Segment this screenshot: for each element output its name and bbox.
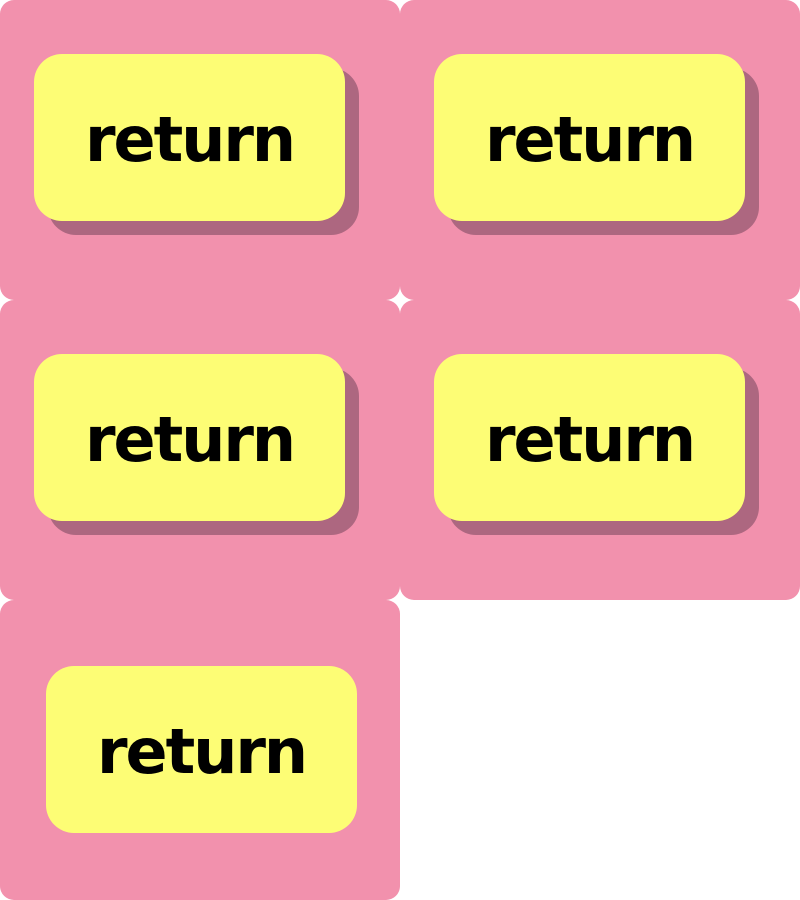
button-tile-4: return: [400, 300, 800, 600]
button-tile-2: return: [400, 0, 800, 300]
return-button-1[interactable]: return: [34, 54, 345, 221]
return-button-3[interactable]: return: [34, 354, 345, 521]
return-button-5[interactable]: return: [46, 666, 357, 833]
return-button-4[interactable]: return: [434, 354, 745, 521]
return-button-1-label: return: [84, 102, 296, 176]
return-button-4-label: return: [484, 402, 696, 476]
button-tile-1: return: [0, 0, 400, 300]
button-tile-5: return: [0, 600, 400, 900]
return-button-3-label: return: [84, 402, 296, 476]
button-tile-3: return: [0, 300, 400, 600]
return-button-5-label: return: [96, 714, 308, 788]
return-button-2[interactable]: return: [434, 54, 745, 221]
return-button-2-label: return: [484, 102, 696, 176]
